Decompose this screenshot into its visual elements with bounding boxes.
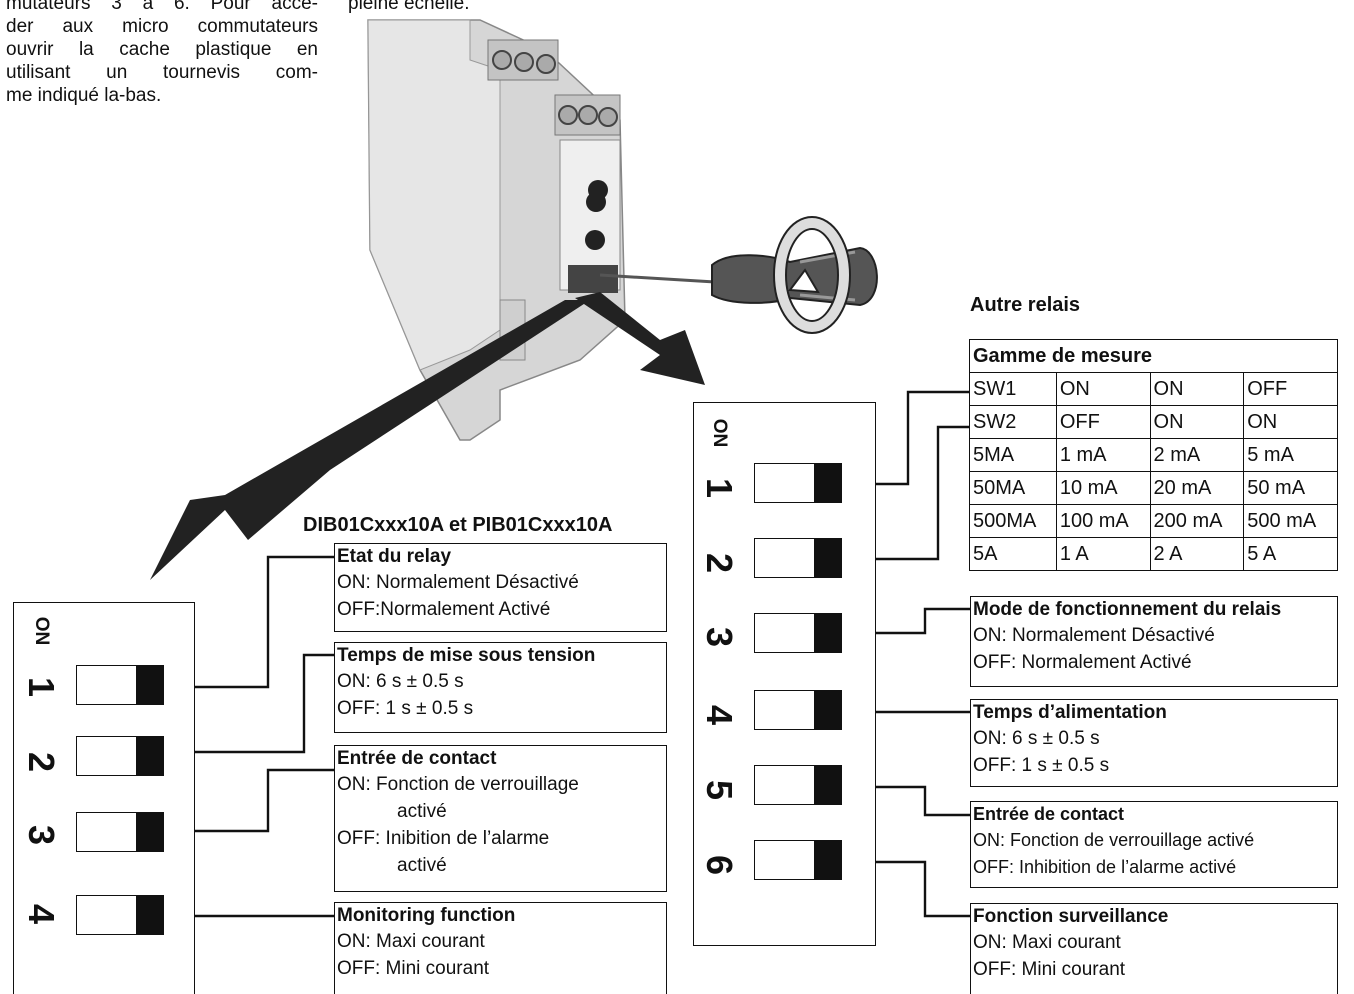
dip-switch-1[interactable] xyxy=(76,665,164,705)
dip-switch-6[interactable] xyxy=(754,840,842,880)
screwdriver-illustration xyxy=(599,216,878,334)
dip-switch-5[interactable] xyxy=(754,765,842,805)
left-box-monitoring-function: Monitoring function ON: Maxi courant OFF… xyxy=(334,902,667,994)
right-box-monitoring-function: Fonction surveillance ON: Maxi courant O… xyxy=(970,903,1338,994)
right-switch-number: 6 xyxy=(699,854,740,876)
left-switch-number: 4 xyxy=(21,903,62,925)
switch-knob xyxy=(814,691,841,729)
right-box-supply-time: Temps d’alimentation ON: 6 s ± 0.5 s OFF… xyxy=(970,699,1338,787)
switch-knob xyxy=(814,614,841,652)
dip-switch-4[interactable] xyxy=(754,690,842,730)
left-device-heading: DIB01Cxxx10A et PIB01Cxxx10A xyxy=(303,514,613,536)
left-connector-lines xyxy=(166,555,334,918)
dip-switch-4[interactable] xyxy=(76,895,164,935)
switch-knob xyxy=(136,666,163,704)
dip-switch-3[interactable] xyxy=(76,812,164,852)
intro-text-left: mutateurs 3 à 6. Pour accé- der aux micr… xyxy=(6,0,318,106)
right-box-relay-mode: Mode de fonctionnement du relais ON: Nor… xyxy=(970,596,1338,687)
dip-switch-2[interactable] xyxy=(754,538,842,578)
dip-switch-1[interactable] xyxy=(754,463,842,503)
right-switch-number: 3 xyxy=(699,626,740,648)
left-switch-number: 2 xyxy=(21,751,62,773)
switch-knob xyxy=(136,813,163,851)
left-box-power-on-time: Temps de mise sous tension ON: 6 s ± 0.5… xyxy=(334,642,667,733)
relay-device-illustration xyxy=(367,19,626,441)
right-on-label: ON xyxy=(709,418,730,448)
left-dip-switch-panel xyxy=(13,602,195,994)
right-switch-number: 1 xyxy=(699,477,740,499)
left-box-relay-state: Etat du relay ON: Normalement Désactivé … xyxy=(334,543,667,632)
right-box-contact-input: Entrée de contact ON: Fonction de verrou… xyxy=(970,801,1338,888)
switch-knob xyxy=(814,539,841,577)
right-switch-number: 2 xyxy=(699,552,740,574)
right-switch-number: 5 xyxy=(699,779,740,801)
left-switch-number: 1 xyxy=(21,676,62,698)
right-switch-number: 4 xyxy=(699,704,740,726)
switch-knob xyxy=(814,464,841,502)
switch-knob xyxy=(814,841,841,879)
range-table-title: Gamme de mesure xyxy=(969,339,1338,373)
switch-knob xyxy=(814,766,841,804)
left-on-label: ON xyxy=(31,616,52,646)
pointer-arrows xyxy=(150,292,705,580)
left-switch-number: 3 xyxy=(21,824,62,846)
dip-switch-2[interactable] xyxy=(76,736,164,776)
intro-text-right: pleine échelle. xyxy=(348,0,470,14)
dip-switch-3[interactable] xyxy=(754,613,842,653)
switch-knob xyxy=(136,896,163,934)
right-device-heading: Autre relais xyxy=(970,294,1081,316)
switch-knob xyxy=(136,737,163,775)
left-box-contact-input: Entrée de contact ON: Fonction de verrou… xyxy=(334,745,667,892)
